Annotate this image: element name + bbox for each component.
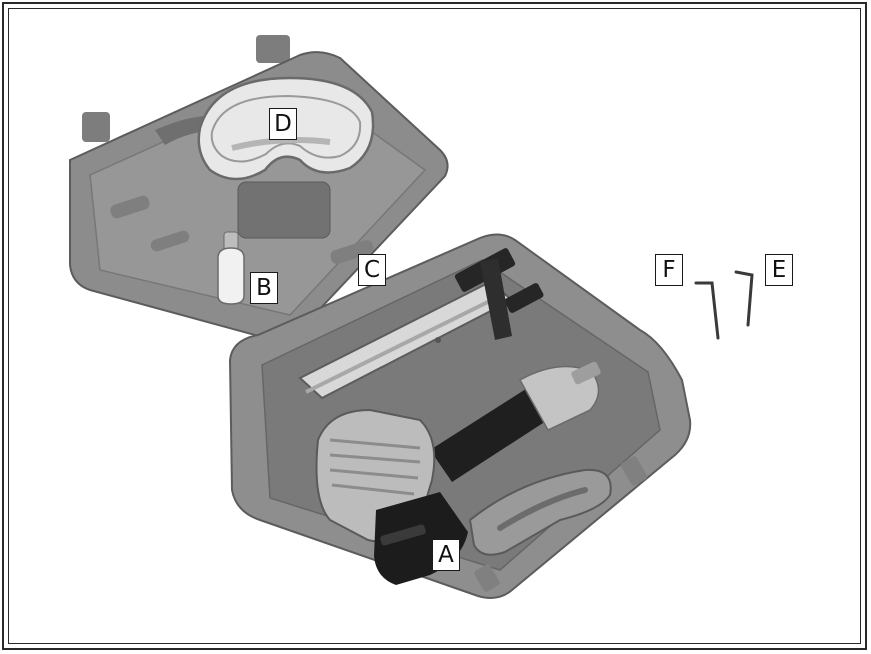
- callout-label-d: D: [269, 108, 297, 140]
- oil-bottle-icon: [217, 231, 245, 305]
- carrying-case-icon: [69, 35, 692, 599]
- callout-label-b: B: [250, 272, 278, 304]
- nail-magazine-icon: [298, 248, 544, 400]
- callout-label-e: E: [765, 254, 793, 286]
- callout-label-a: A: [432, 539, 460, 571]
- brad-nailer-icon: [315, 361, 601, 585]
- callout-label-c: C: [358, 254, 386, 286]
- callout-label-f: F: [655, 254, 683, 286]
- inner-border: [8, 8, 861, 644]
- allen-wrench-icon: [694, 270, 754, 340]
